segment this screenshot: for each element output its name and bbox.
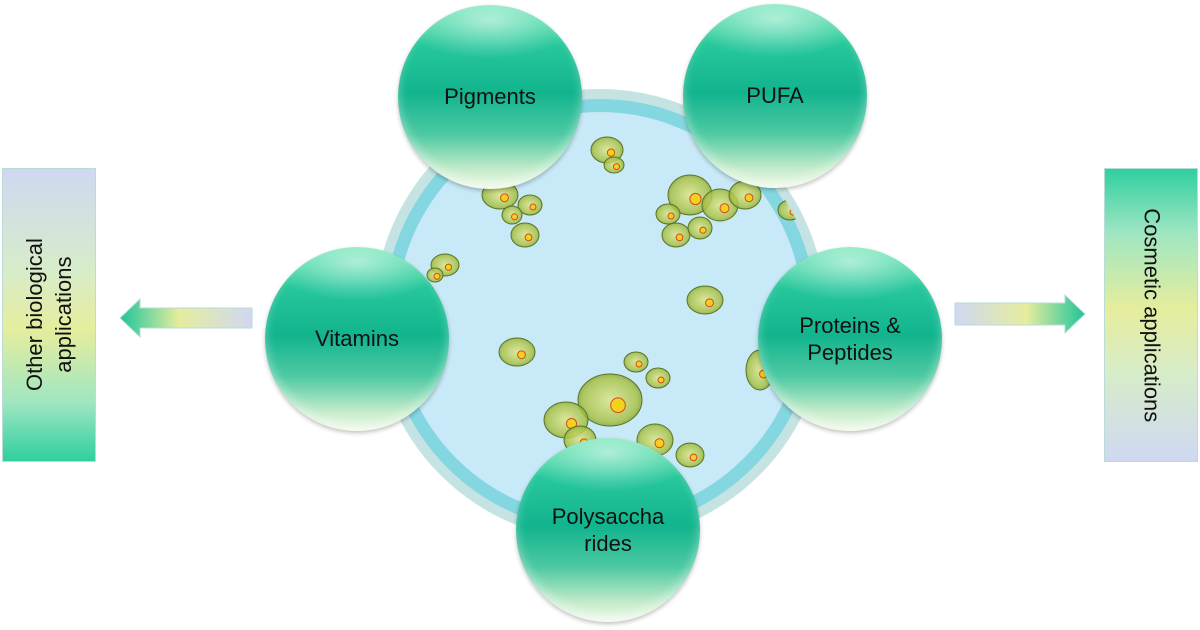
algae-nucleus (433, 272, 441, 280)
node-proteins-peptides-label: Proteins & Peptides (775, 312, 925, 367)
left-label-line1: Other biological (21, 238, 47, 392)
right-arrow-icon (954, 293, 1086, 335)
algae-nucleus (719, 203, 730, 214)
algae-nucleus (444, 263, 453, 271)
proteins-label-line2: Peptides (807, 340, 893, 365)
proteins-label-line1: Proteins & (799, 312, 901, 338)
algae-nucleus (524, 233, 533, 242)
algae-nucleus (675, 233, 684, 242)
node-pufa-label: PUFA (746, 83, 804, 109)
algae-cell (498, 337, 536, 367)
node-vitamins-label: Vitamins (315, 326, 399, 352)
cosmetic-applications-label: Cosmetic applications (1139, 208, 1165, 422)
algae-nucleus (613, 163, 620, 171)
polysaccharides-label-line1: Polysaccha (551, 503, 665, 529)
algae-cell (623, 351, 649, 373)
node-proteins-peptides: Proteins & Peptides (758, 247, 942, 431)
algae-nucleus (517, 350, 526, 360)
algae-nucleus (705, 298, 714, 308)
algae-nucleus (689, 453, 698, 462)
node-pigments: Pigments (398, 5, 582, 189)
node-vitamins: Vitamins (265, 247, 449, 431)
left-label-line2: applications (50, 256, 75, 374)
algae-nucleus (667, 212, 675, 220)
algae-cell (645, 367, 671, 389)
algae-nucleus (500, 193, 509, 203)
left-arrow-icon (119, 297, 253, 339)
algae-cell (675, 442, 705, 468)
algae-nucleus (529, 203, 537, 211)
algae-cell (687, 216, 713, 240)
algae-cell (510, 222, 540, 248)
algae-nucleus (606, 148, 616, 157)
polysaccharides-label-line2: rides (584, 531, 632, 556)
algae-nucleus (654, 438, 665, 449)
algae-nucleus (635, 360, 643, 368)
algae-nucleus (657, 376, 665, 384)
algae-nucleus (699, 226, 707, 234)
algae-cell (517, 194, 543, 216)
algae-nucleus (689, 192, 702, 206)
algae-nucleus (744, 193, 754, 203)
other-biological-applications-label: Other biological applications (20, 239, 77, 392)
node-polysaccharides-label: Polysaccha rides (533, 503, 683, 558)
algae-nucleus (610, 397, 626, 413)
cosmetic-applications-box: Cosmetic applications (1104, 168, 1198, 462)
algae-cell (661, 222, 691, 248)
other-biological-applications-box: Other biological applications (2, 168, 96, 462)
node-polysaccharides: Polysaccha rides (516, 438, 700, 622)
algae-cell (686, 285, 724, 315)
algae-nucleus (511, 213, 518, 221)
node-pufa: PUFA (683, 4, 867, 188)
algae-cells (426, 136, 803, 468)
dish-medium (397, 112, 803, 518)
node-pigments-label: Pigments (444, 84, 536, 110)
algae-cell (655, 203, 681, 225)
algae-cell (577, 373, 643, 427)
